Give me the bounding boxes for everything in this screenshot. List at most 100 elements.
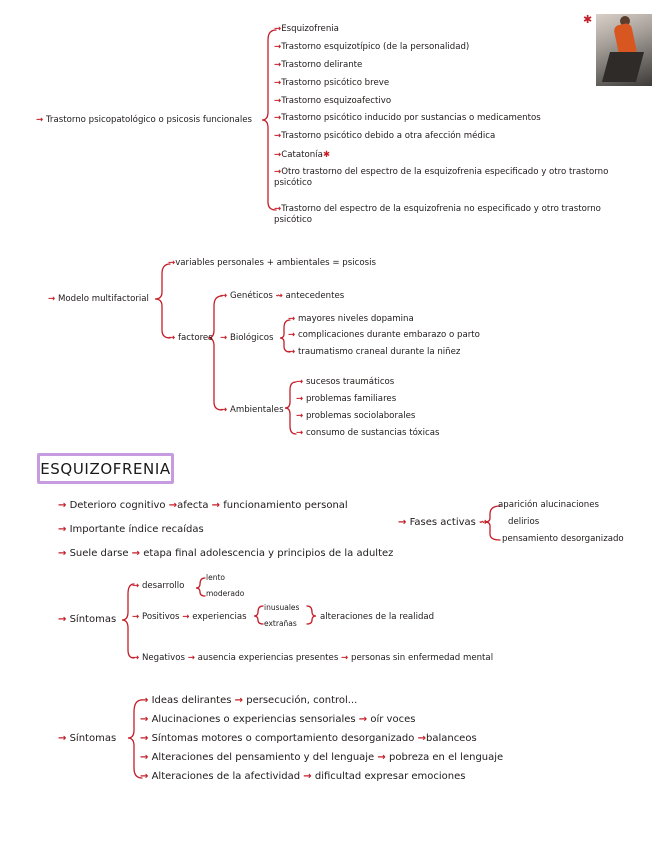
ambientales-label: Ambientales (229, 405, 284, 415)
suele-text: → Suele darse → etapa final adolescencia… (58, 548, 394, 559)
alteraciones-label: alteraciones de la realidad (320, 612, 435, 622)
list-item-label: Trastorno del espectro de la esquizofren… (274, 204, 601, 225)
list-item-label: Síntomas motores o comportamiento desorg… (151, 733, 415, 744)
list-item: extrañas (264, 618, 297, 629)
list-item-label: Trastorno esquizoafectivo (281, 96, 392, 106)
list-item: → mayores niveles dopamina (288, 314, 414, 324)
list-item-label: traumatismo craneal durante la niñez (297, 347, 461, 357)
section4-root-label: Síntomas (69, 614, 117, 625)
list-item: lento (206, 572, 225, 583)
list-item: →Trastorno psicótico debido a otra afecc… (274, 131, 496, 141)
list-item: → Ideas delirantes → persecución, contro… (140, 695, 358, 706)
list-item-label: problemas familiares (305, 394, 397, 404)
afecta-label: afecta (177, 500, 209, 511)
list-item-label: Catatonía (281, 150, 323, 160)
list-item-label: Trastorno esquizotípico (de la personali… (281, 42, 470, 52)
experiencias-label: experiencias (192, 612, 247, 622)
list-item-label: Alucinaciones o experiencias sensoriales (151, 714, 356, 725)
biologicos-label: Biológicos (229, 333, 274, 343)
page-title-text: ESQUIZOFRENIA (40, 459, 171, 478)
list-item: →Trastorno psicótico inducido por sustan… (274, 113, 541, 123)
list-item: →Trastorno esquizoafectivo (274, 96, 392, 106)
list-item: → traumatismo craneal durante la niñez (288, 347, 461, 357)
list-item-label: delirios (508, 517, 540, 527)
list-item: →Catatonía✱ (274, 150, 331, 160)
geneticos-text: → Genéticos ⇝ antecedentes (220, 291, 345, 301)
personas-label: personas sin enfermedad mental (350, 653, 494, 663)
section2-root-label: Modelo multifactorial (57, 294, 149, 304)
list-item: → consumo de sustancias tóxicas (296, 428, 440, 438)
ausencia-label: ausencia experiencias presentes (197, 653, 339, 663)
section4-root: → Síntomas (58, 614, 117, 625)
deterioro-text: → Deterioro cognitivo →afecta → funciona… (58, 500, 348, 511)
list-item: → Alucinaciones o experiencias sensorial… (140, 714, 416, 725)
list-item-label: aparición alucinaciones (498, 500, 599, 510)
list-item-label: Trastorno psicótico inducido por sustanc… (281, 113, 541, 123)
list-item-label: extrañas (264, 619, 297, 628)
list-item-label: problemas sociolaborales (305, 411, 416, 421)
page-title: ESQUIZOFRENIA (37, 453, 174, 484)
deterioro-label: Deterioro cognitivo (69, 500, 166, 511)
fases-label: Fases activas (409, 517, 476, 528)
list-item-label: Otro trastorno del espectro de la esquiz… (274, 167, 609, 188)
list-item-label: inusuales (264, 603, 300, 612)
list-item-detail: oír voces (370, 714, 416, 725)
negativos-text: → Negativos → ausencia experiencias pres… (132, 653, 494, 663)
antecedentes-label: antecedentes (285, 291, 345, 301)
list-item-label: Trastorno psicótico breve (281, 78, 390, 88)
list-item: → Alteraciones del pensamiento y del len… (140, 752, 504, 763)
section1-root: → Trastorno psicopatológico o psicosis f… (36, 115, 252, 126)
factores-label: factores (177, 333, 213, 343)
list-item: aparición alucinaciones (498, 500, 599, 511)
recaidas-text: → Importante índice recaídas (58, 524, 204, 535)
list-item-label: Trastorno delirante (281, 60, 363, 70)
star-icon: ✱ (322, 150, 331, 160)
recaidas-label: Importante índice recaídas (69, 524, 204, 535)
list-item: pensamiento desorganizado (502, 534, 624, 545)
list-item: moderado (206, 588, 244, 599)
variables-text: →variables personales + ambientales = ps… (168, 258, 376, 268)
list-item: →Trastorno del espectro de la esquizofre… (274, 204, 601, 225)
fases-text: → Fases activas ⇝ (398, 517, 488, 528)
list-item-detail: persecución, control... (246, 695, 358, 706)
arrow-icon: → (36, 115, 44, 125)
suele-label: Suele darse (69, 548, 129, 559)
list-item-label: Alteraciones del pensamiento y del lengu… (151, 752, 375, 763)
list-item-label: sucesos traumáticos (305, 377, 395, 387)
list-item-label: Trastorno psicótico debido a otra afecci… (281, 131, 496, 141)
star-icon: ✱ (583, 13, 593, 26)
ambientales-text: → Ambientales (220, 405, 284, 415)
list-item-label: mayores niveles dopamina (297, 314, 414, 324)
list-item-label: Alteraciones de la afectividad (151, 771, 301, 782)
desarrollo-text: → desarrollo (132, 581, 185, 591)
list-item-detail: balanceos (425, 733, 477, 744)
funcionamiento-label: funcionamiento personal (223, 500, 348, 511)
biologicos-text: → Biológicos (220, 333, 274, 343)
list-item-label: Ideas delirantes (151, 695, 232, 706)
list-item-label: complicaciones durante embarazo o parto (297, 330, 480, 340)
negativos-label: Negativos (141, 653, 185, 663)
geneticos-label: Genéticos (229, 291, 273, 301)
list-item: →Trastorno esquizotípico (de la personal… (274, 42, 470, 52)
list-item: →Esquizofrenia (274, 24, 339, 34)
section1-root-label: Trastorno psicopatológico o psicosis fun… (45, 115, 253, 125)
etapa-label: etapa final adolescencia y principios de… (143, 548, 394, 559)
list-item-label: Esquizofrenia (281, 24, 339, 34)
list-item: delirios (508, 517, 539, 528)
factores-text: → factores (168, 333, 213, 343)
person-photo (596, 14, 652, 86)
list-item: → sucesos traumáticos (296, 377, 395, 387)
list-item: →Otro trastorno del espectro de la esqui… (274, 167, 609, 188)
list-item: → Alteraciones de la afectividad → dific… (140, 771, 466, 782)
positivos-text: → Positivos → experiencias (132, 612, 247, 622)
list-item-label: lento (206, 573, 225, 582)
list-item-label: consumo de sustancias tóxicas (305, 428, 440, 438)
positivos-label: Positivos (141, 612, 180, 622)
list-item-label: pensamiento desorganizado (502, 534, 624, 544)
alteraciones-text: alteraciones de la realidad (320, 612, 434, 623)
section5-root-label: Síntomas (69, 733, 117, 744)
variables-label: variables personales + ambientales = psi… (175, 258, 376, 268)
list-item-detail: pobreza en el lenguaje (388, 752, 504, 763)
list-item: → problemas familiares (296, 394, 397, 404)
